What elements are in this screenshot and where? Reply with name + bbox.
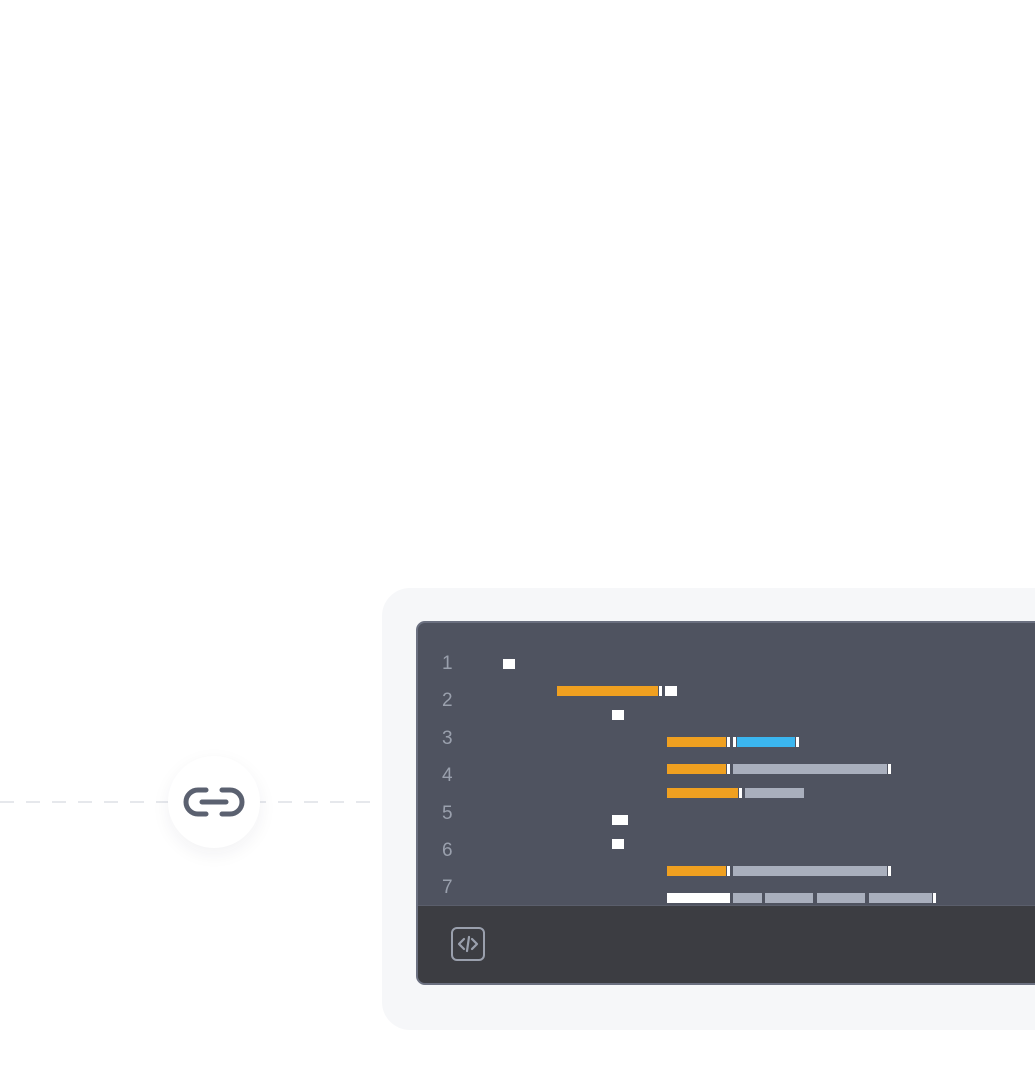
code-token xyxy=(733,893,762,903)
code-embed-button[interactable] xyxy=(451,927,485,961)
code-token xyxy=(817,893,865,903)
code-token xyxy=(667,866,726,876)
code-caret xyxy=(888,866,891,876)
code-caret xyxy=(727,737,730,747)
code-embed-icon xyxy=(457,935,479,953)
code-caret xyxy=(933,893,936,903)
code-token xyxy=(665,686,677,696)
dashed-connector-right xyxy=(252,801,378,803)
code-token xyxy=(667,737,726,747)
code-area[interactable] xyxy=(418,623,1035,905)
line-number: 3 xyxy=(442,728,453,749)
line-number: 6 xyxy=(442,840,453,861)
code-caret xyxy=(659,686,662,696)
code-token xyxy=(869,893,932,903)
link-icon xyxy=(183,787,245,817)
code-caret xyxy=(733,737,736,747)
code-token xyxy=(737,737,795,747)
code-token xyxy=(612,710,624,720)
code-token xyxy=(745,788,804,798)
line-number: 1 xyxy=(442,653,453,674)
code-token xyxy=(503,659,515,669)
code-caret xyxy=(727,764,730,774)
code-caret xyxy=(888,764,891,774)
code-editor: 1 2 3 4 5 6 7 xyxy=(416,621,1035,985)
code-caret xyxy=(727,866,730,876)
line-number: 5 xyxy=(442,803,453,824)
editor-footer xyxy=(418,905,1035,983)
line-number: 7 xyxy=(442,877,453,898)
line-number: 4 xyxy=(442,765,453,786)
line-number: 2 xyxy=(442,690,453,711)
code-token xyxy=(733,866,887,876)
code-token xyxy=(557,686,658,696)
dashed-connector-left xyxy=(0,801,175,803)
code-caret xyxy=(796,737,799,747)
code-token xyxy=(667,893,730,903)
code-token xyxy=(765,893,813,903)
code-token xyxy=(733,764,887,774)
link-node[interactable] xyxy=(168,756,260,848)
code-token xyxy=(612,815,628,825)
code-caret xyxy=(739,788,742,798)
code-token xyxy=(612,839,624,849)
code-token xyxy=(667,788,738,798)
code-token xyxy=(667,764,726,774)
